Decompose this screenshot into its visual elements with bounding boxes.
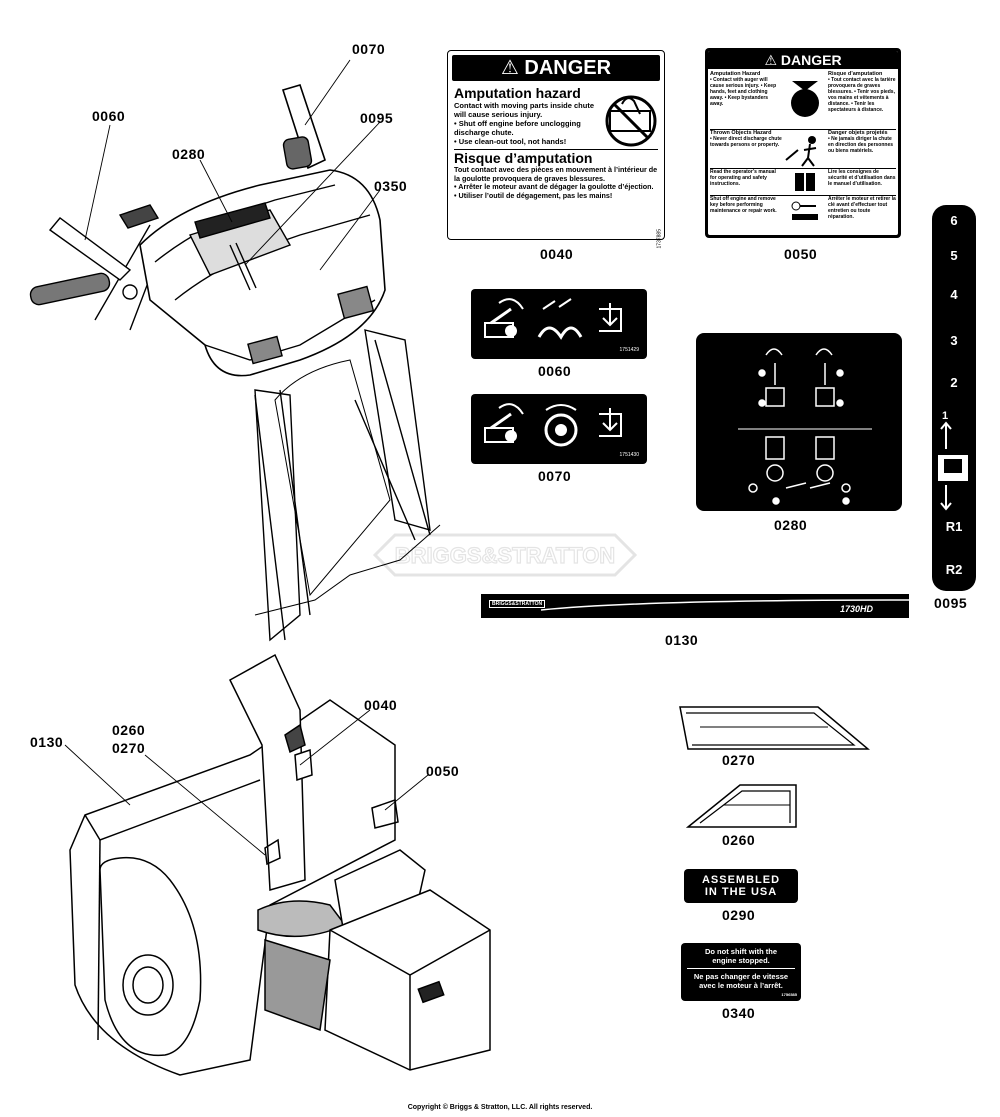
gear-r2: R2	[945, 562, 963, 577]
callout-0290: 0290	[722, 907, 756, 923]
callout-0130: 0130	[665, 632, 699, 648]
callout-0260-left: 0260	[112, 722, 146, 738]
gear-6: 6	[950, 213, 958, 228]
decal-0040-bullet-fr-1: Arrêter le moteur avant de dégager la go…	[458, 182, 654, 191]
decal-0340-en-line1: Do not shift with the	[704, 947, 778, 956]
decal-0070-part-no: 1751430	[619, 452, 639, 458]
key-removal-icon	[791, 201, 818, 220]
hand-in-chute-prohibited-icon	[605, 95, 657, 147]
callout-0340: 0340	[722, 1005, 756, 1021]
warning-triangle-icon: ⚠	[500, 57, 519, 79]
decal-0050-footer: This spark ignition system complies with…	[711, 227, 895, 235]
stripe-shape	[481, 594, 909, 618]
decal-0040-body-fr: Tout contact avec des pièces en mouvemen…	[454, 165, 658, 183]
callout-0060: 0060	[538, 363, 572, 379]
decal-0050-key-fr: Arrêter le moteur et retirer la clé avan…	[828, 196, 896, 220]
decal-0050-thrown-text-fr: • Ne jamais diriger la chute en directio…	[828, 136, 894, 154]
callout-0280: 0280	[774, 517, 808, 533]
handle-panel-illustration	[29, 84, 441, 642]
gear-2: 2	[950, 375, 958, 390]
decal-0060-part-no: 1751429	[619, 347, 639, 353]
warning-triangle-icon: ⚠	[764, 52, 777, 68]
callout-0095: 0095	[934, 595, 968, 611]
decal-0040-title-fr: Risque d’amputation	[454, 150, 593, 166]
decal-0050-danger-multi: ⚠ DANGER Amputation Hazard • Contact wit…	[705, 48, 901, 238]
thrown-objects-icon	[782, 136, 828, 169]
watermark-logo: BRIGGS&STRATTON	[372, 533, 638, 577]
auger-hand-icon	[782, 81, 828, 130]
decal-0290-line1: ASSEMBLED	[701, 874, 781, 886]
decal-0070-drive-control: 1751430	[471, 394, 647, 464]
decal-0290-assembled-usa: ASSEMBLED IN THE USA	[684, 869, 798, 903]
decal-0340-shift-warning: Do not shift with the engine stopped. Ne…	[681, 943, 801, 1001]
gear-3: 3	[950, 333, 958, 348]
decal-0040-body-en: Contact with moving parts inside chute w…	[454, 101, 595, 119]
decal-0040-danger-amputation: ⚠ DANGER Amputation hazard Contact with …	[447, 50, 665, 248]
gear-4: 4	[950, 287, 958, 302]
decal-0050-manual-fr: Lire les consignes de sécurité et d’util…	[828, 169, 896, 196]
decal-0060-auger-control: 1751429	[471, 289, 647, 359]
decal-0050-key-en: Shut off engine and remove key before pe…	[710, 196, 777, 214]
leader-lines-upper	[84, 59, 381, 271]
callout-0130-left: 0130	[30, 734, 64, 750]
auger-housing-illustration	[69, 653, 491, 1076]
copyright-notice: Copyright © Briggs & Stratton, LLC. All …	[407, 1104, 593, 1111]
chute-control-pictograms	[738, 348, 872, 505]
decal-0040-header: DANGER	[524, 57, 612, 79]
decal-0340-fr-line1: Ne pas changer de vitesse	[693, 972, 789, 981]
callout-0350: 0350	[374, 178, 408, 194]
decal-0050-amp-text: • Contact with auger will cause serious …	[710, 77, 777, 107]
callout-0270: 0270	[722, 752, 756, 768]
decal-0340-part-no: 1756585	[781, 992, 797, 997]
callout-0280-top: 0280	[172, 146, 206, 162]
callout-0050-bottom: 0050	[426, 763, 460, 779]
decal-0050-thrown-title: Thrown Objects Hazard	[710, 130, 772, 136]
decal-0050-amp-title: Amputation Hazard	[710, 71, 761, 77]
forward-reverse-pictogram	[938, 421, 968, 511]
drive-engage-pictograms	[484, 403, 622, 447]
decal-0130-brand: BRIGGS&STRATTON	[489, 600, 546, 608]
decal-0050-header: DANGER	[780, 52, 842, 68]
decal-0050-amp-text-fr: • Tout contact avec la tarière provoquer…	[828, 77, 896, 113]
decal-0040-title-en: Amputation hazard	[454, 85, 581, 101]
watermark-text: BRIGGS&STRATTON	[395, 543, 615, 568]
gear-1: 1	[942, 410, 949, 422]
decal-0050-manual-en: Read the operator’s manual for operating…	[710, 169, 782, 196]
callout-0040-bottom: 0040	[364, 697, 398, 713]
callout-0270-left: 0270	[112, 740, 146, 756]
callout-0260: 0260	[722, 832, 756, 848]
callout-0070: 0070	[538, 468, 572, 484]
callout-0060-left: 0060	[92, 108, 126, 124]
decal-0040-part-no: 1737885	[656, 229, 662, 249]
decal-0095-gear-strip: 6 5 4 3 2 1 R1 R2	[932, 205, 976, 591]
decal-0040-bullet-fr-2: Utiliser l’outil de dégagement, pas les …	[458, 190, 613, 200]
decal-0130-model: 1730HD	[839, 604, 873, 614]
decal-0270-outline	[679, 706, 870, 750]
callout-0040: 0040	[540, 246, 574, 262]
decal-0280-chute-control	[696, 333, 902, 511]
decal-0260-outline	[686, 784, 797, 828]
decal-0040-bullet-en-2: Use clean-out tool, not hands!	[458, 137, 567, 146]
callout-0070-top: 0070	[352, 41, 386, 57]
decal-0040-bullet-en-1: Shut off engine before unclogging discha…	[454, 119, 581, 137]
decal-0290-line2: IN THE USA	[704, 886, 778, 898]
decal-0050-thrown-text: • Never direct discharge chute towards p…	[710, 136, 782, 148]
gear-5: 5	[950, 248, 958, 263]
gear-r1: R1	[945, 519, 963, 534]
decal-0340-fr-line2: avec le moteur à l’arrêt.	[699, 981, 783, 990]
decal-0130-side-stripe: BRIGGS&STRATTON 1730HD	[481, 594, 909, 618]
decal-0050-thrown-title-fr: Danger objets projetés	[828, 130, 888, 136]
callout-0050: 0050	[784, 246, 818, 262]
decal-0050-amp-title-fr: Risque d’amputation	[828, 71, 883, 77]
decal-0340-en-line2: engine stopped.	[712, 956, 770, 965]
callout-0095-top: 0095	[360, 110, 394, 126]
manual-book-icon	[782, 173, 828, 196]
leader-lines-lower	[64, 709, 429, 856]
auger-engage-pictograms	[484, 298, 622, 340]
